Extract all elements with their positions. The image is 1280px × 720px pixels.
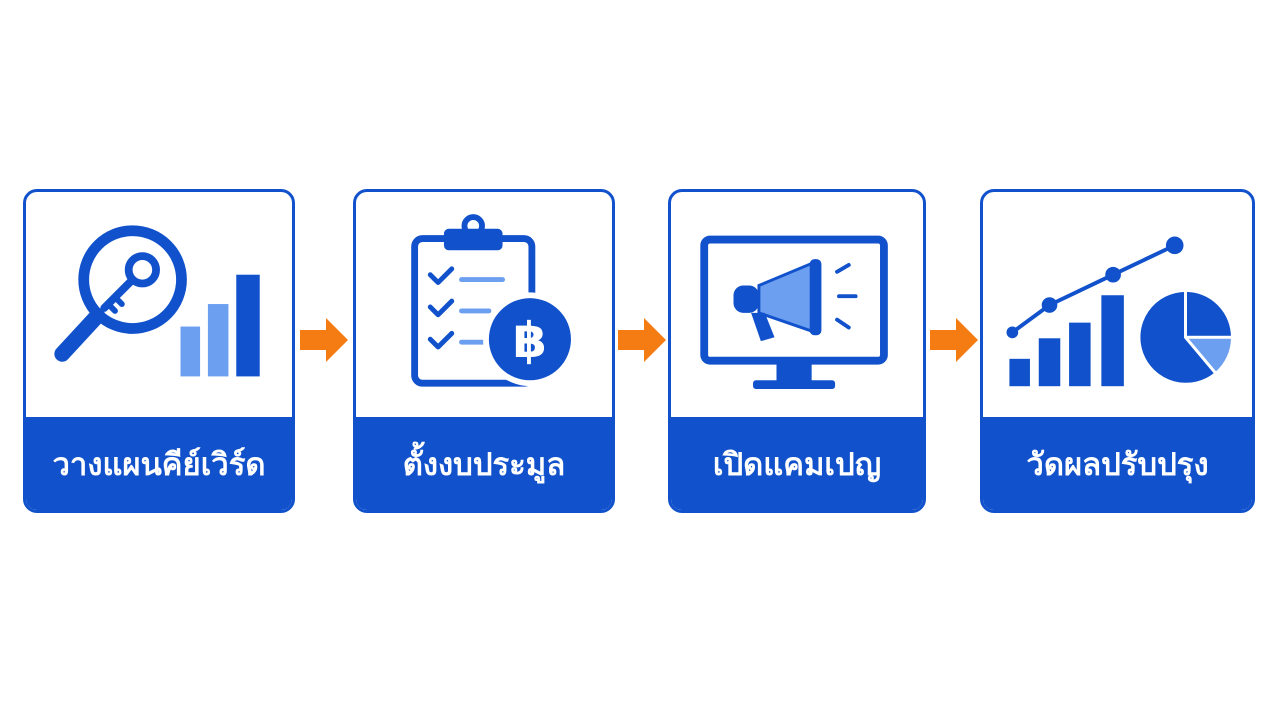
growth-chart-pie-icon <box>1006 236 1234 387</box>
step-card-plan-keywords: วางแผนคีย์เวิร์ด <box>23 189 295 513</box>
step-card-measure-improve: วัดผลปรับปรุง <box>980 189 1255 513</box>
measure-improve-icon <box>983 192 1252 420</box>
svg-text:฿: ฿ <box>513 312 547 369</box>
arrow-right-icon <box>618 318 666 362</box>
step-card-set-bid-budget: ฿ ตั้งงบประมูล <box>353 189 615 513</box>
step-card-launch-campaign: เปิดแคมเปญ <box>668 189 926 513</box>
step-label: เปิดแคมเปญ <box>712 446 882 483</box>
arrow-right-icon <box>300 318 348 362</box>
step-label-bar: วัดผลปรับปรุง <box>983 417 1252 510</box>
step-label: วัดผลปรับปรุง <box>1026 446 1209 483</box>
step-label-bar: ตั้งงบประมูล <box>356 417 612 510</box>
bid-budget-icon: ฿ <box>356 192 612 420</box>
monitor-megaphone-icon <box>700 235 888 390</box>
magnifier-key-chart-icon <box>54 225 260 377</box>
step-label-bar: วางแผนคีย์เวิร์ด <box>26 417 292 510</box>
launch-campaign-icon <box>671 192 923 420</box>
step-label: ตั้งงบประมูล <box>402 446 566 483</box>
step-label: วางแผนคีย์เวิร์ด <box>52 446 266 483</box>
step-label-bar: เปิดแคมเปญ <box>671 417 923 510</box>
clipboard-coin-icon: ฿ <box>411 214 577 387</box>
keyword-research-icon <box>26 192 292 420</box>
arrow-right-icon <box>930 318 978 362</box>
